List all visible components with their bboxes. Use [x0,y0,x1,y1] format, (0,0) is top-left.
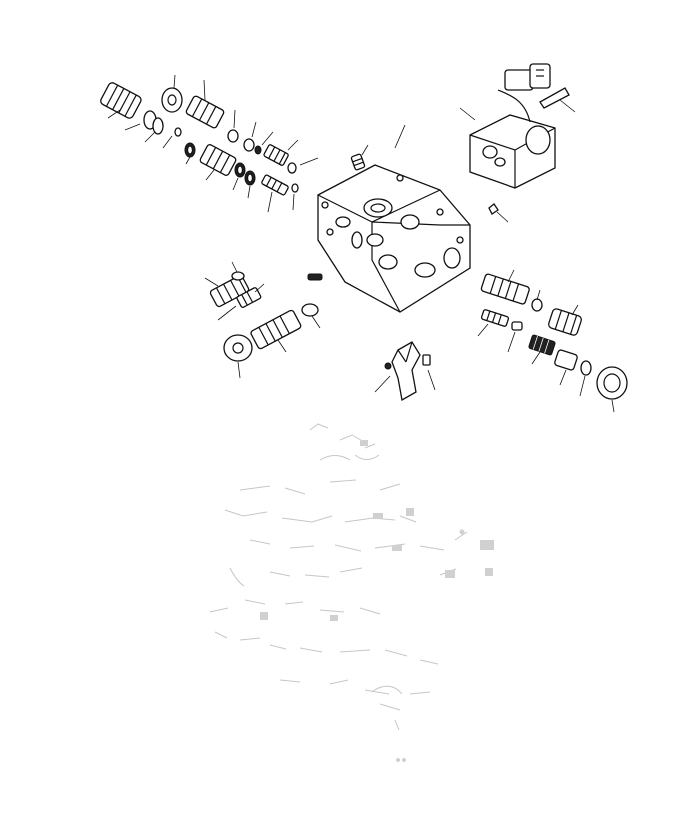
solenoid-valve [459,63,576,189]
body-fittings [307,144,509,281]
left-parts [204,261,321,379]
upper-left-parts [100,74,319,213]
valve-body [317,124,471,313]
bracket [374,341,436,402]
right-parts [477,269,628,413]
faded-lower-diagram [209,423,494,762]
